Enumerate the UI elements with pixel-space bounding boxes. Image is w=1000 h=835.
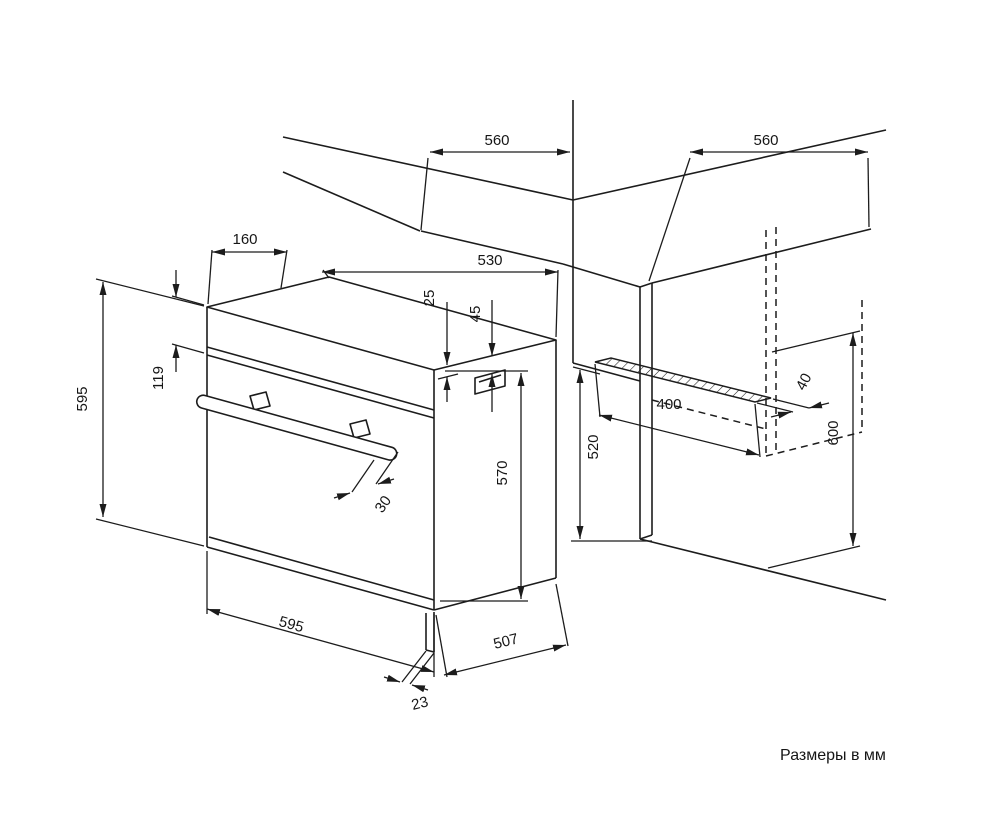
dim-160-ext1 <box>207 249 213 305</box>
dim-40-ext1 <box>756 402 794 413</box>
units-note: Размеры в мм <box>780 747 886 764</box>
niche-panel-bottom <box>639 534 653 540</box>
dim-40-arrow-left <box>770 411 792 419</box>
dim-label-vent-offset: 45 <box>467 306 484 323</box>
dim-label-niche-height: 600 <box>825 420 842 445</box>
dim-40-arrow-right <box>808 401 830 409</box>
niche-panel-top <box>639 282 653 288</box>
dim-530-ext1 <box>322 269 330 279</box>
dim-30-ext1 <box>351 459 375 493</box>
dim-560r-ext2 <box>867 157 870 228</box>
dim-530-ext2 <box>555 269 559 338</box>
dim-595v-ext1 <box>95 278 205 307</box>
dim-label-door-height: 570 <box>494 460 511 485</box>
dim-507-ext2 <box>555 583 569 647</box>
counter-front-edge <box>562 263 641 288</box>
dim-560r-ext1 <box>648 157 691 282</box>
dimensions: 560 560 530 160 25 45 119 <box>74 132 870 714</box>
dim-600-ext2 <box>767 545 861 569</box>
dim-label-niche-width: 530 <box>477 252 502 269</box>
dim-25-ext <box>437 373 459 380</box>
dim-label-oven-height: 595 <box>74 386 91 411</box>
handle-bracket-left <box>249 391 271 411</box>
dim-40-ext2 <box>772 398 810 409</box>
dim-23-ext2 <box>409 652 435 685</box>
dim-label-rail-depth: 40 <box>793 371 816 394</box>
door-plinth-bottom <box>425 649 435 653</box>
dim-label-panel-height: 119 <box>150 366 167 390</box>
dim-507-line <box>443 644 567 676</box>
dim-label-offset-small: 25 <box>421 290 438 307</box>
room-lines <box>282 100 887 601</box>
control-panel-line-2 <box>206 354 435 419</box>
oven-side-bottom-edge <box>433 577 557 611</box>
wall-left-top-edge <box>282 136 574 201</box>
dim-23-ext1 <box>401 650 427 683</box>
dim-label-niche-front-height: 520 <box>585 434 602 459</box>
wall-bottom-edge <box>572 362 641 382</box>
dim-595w-line <box>206 608 435 673</box>
dim-595v-ext2 <box>95 518 205 547</box>
dim-400-line <box>598 414 760 456</box>
counter-corner-edge <box>420 230 564 265</box>
niche <box>594 227 872 540</box>
oven-door-bottom-line <box>208 536 435 601</box>
dim-label-counter-depth-right: 560 <box>753 132 778 149</box>
dim-label-top-offset: 160 <box>232 231 257 248</box>
oven <box>195 276 557 653</box>
counter-left-back-edge <box>282 171 421 232</box>
dim-160-ext2 <box>280 249 288 289</box>
dim-label-counter-depth-left: 560 <box>484 132 509 149</box>
control-panel-line-1 <box>206 346 435 411</box>
dim-400-ext1 <box>594 363 601 418</box>
dim-label-handle-depth: 30 <box>372 493 395 516</box>
dim-label-oven-width: 595 <box>277 613 306 636</box>
dim-23-arrow-right <box>411 684 429 693</box>
oven-front-bottom-edge <box>206 546 435 611</box>
dim-30-arrow-right <box>377 476 395 485</box>
dim-label-door-offset: 23 <box>410 693 430 714</box>
dim-119-ext1 <box>171 295 205 306</box>
dim-400-ext2 <box>754 403 761 458</box>
support-rail-hatched <box>594 357 772 403</box>
niche-hidden-floor-side <box>765 431 863 457</box>
dim-507-ext1 <box>435 614 448 678</box>
dim-119-ext2 <box>171 343 205 354</box>
oven-top-face <box>206 276 557 371</box>
dim-30-arrow-left <box>333 492 351 501</box>
dim-23-arrow-left <box>383 674 401 683</box>
wall-right-top-edge <box>572 129 887 201</box>
dim-600-ext1 <box>771 330 861 353</box>
cabinet-bottom-front-edge <box>639 538 887 601</box>
niche-top-depth-edge <box>651 228 872 284</box>
dim-label-oven-depth: 507 <box>492 630 520 653</box>
dim-560l-ext <box>420 157 429 231</box>
dim-label-rail-width: 400 <box>656 396 681 413</box>
handle-bracket-right <box>349 419 371 439</box>
